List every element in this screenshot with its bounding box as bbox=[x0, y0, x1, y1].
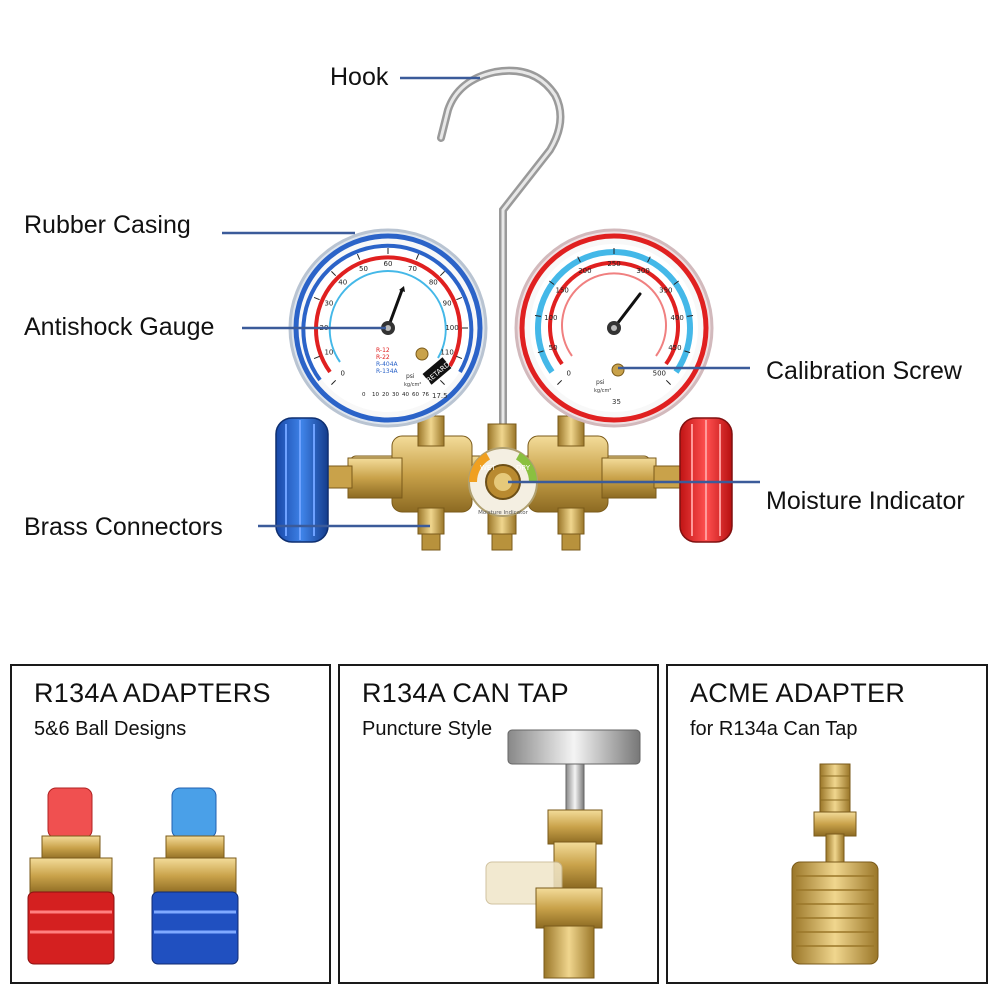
low-gauge-unit-psi: psi bbox=[406, 373, 415, 380]
low-calibration-screw bbox=[415, 347, 429, 361]
high-gauge-needle bbox=[612, 292, 642, 330]
gauge-scale-label: 70 bbox=[408, 265, 417, 273]
high-side-valve-knob bbox=[679, 417, 733, 543]
gauge-scale-label: 80 bbox=[429, 279, 438, 287]
panel-r134a-adapters: R134A ADAPTERS 5&6 Ball Designs bbox=[10, 664, 331, 984]
gauge-tick bbox=[313, 296, 320, 301]
gauge-scale-label: 90 bbox=[443, 300, 452, 308]
high-gauge-bottom-value: 35 bbox=[612, 398, 621, 406]
gauge-tick bbox=[549, 280, 555, 285]
gauge-tick bbox=[456, 296, 463, 301]
moisture-dry-label: DRY bbox=[516, 464, 531, 472]
gauge-tick bbox=[456, 355, 463, 360]
gauge-scale-label: 100 bbox=[544, 314, 557, 322]
high-calibration-screw bbox=[611, 363, 625, 377]
gauge-scale-label: 30 bbox=[324, 300, 333, 308]
low-gauge-ref-1: R-12 bbox=[376, 347, 390, 354]
gauge-tick bbox=[647, 256, 651, 263]
gauge-scale-label: 500 bbox=[653, 369, 666, 377]
blue-quick-coupler bbox=[151, 787, 239, 965]
high-gauge-unit-kg: kg/cm² bbox=[594, 388, 611, 394]
low-gauge-unit-kg: kg/cm² bbox=[404, 382, 421, 388]
high-gauge-unit-psi: psi bbox=[596, 379, 605, 386]
gauge-tick bbox=[673, 280, 679, 285]
gauge-tick bbox=[557, 379, 563, 385]
red-quick-coupler bbox=[27, 787, 115, 965]
panel-subtitle: Puncture Style bbox=[362, 718, 493, 740]
brass-connectors bbox=[417, 507, 585, 551]
gauge-scale-label: 40 bbox=[338, 279, 347, 287]
gauge-tick bbox=[356, 253, 361, 260]
low-gauge-vacuum-label: 0 bbox=[362, 392, 366, 398]
gauge-scale-label: 450 bbox=[668, 344, 681, 352]
low-gauge-vacuum-label: 10 bbox=[372, 392, 379, 398]
panel-title: R134A CAN TAP bbox=[362, 678, 569, 708]
gauge-tick bbox=[313, 355, 320, 360]
high-pressure-gauge: 0 50 100 150 200 250 300 350 400 450 500 psi kg/cm… bbox=[514, 228, 714, 428]
callout-antishock-gauge: Antishock Gauge bbox=[24, 313, 215, 341]
gauge-tick bbox=[331, 379, 337, 385]
low-gauge-vacuum-label: 40 bbox=[402, 392, 409, 398]
moisture-wet-label: WET bbox=[480, 464, 496, 472]
gauge-tick bbox=[331, 271, 337, 277]
acme-adapter-illustration bbox=[791, 763, 879, 965]
low-gauge-vacuum-label: 76 bbox=[422, 392, 429, 398]
gauge-scale-label: 200 bbox=[578, 267, 591, 275]
gauge-tick bbox=[537, 350, 544, 354]
gauge-scale-label: 250 bbox=[607, 260, 620, 268]
low-gauge-ref-3: R-404A bbox=[376, 361, 399, 368]
low-gauge-vacuum-label: 20 bbox=[382, 392, 389, 398]
gauge-scale-label: 100 bbox=[445, 324, 458, 332]
gauge-scale-label: 400 bbox=[671, 314, 684, 322]
low-gauge-vacuum-label: 60 bbox=[412, 392, 419, 398]
gauge-scale-label: 150 bbox=[556, 286, 569, 294]
low-gauge-bottom-value: 17.5 bbox=[432, 392, 448, 400]
gauge-tick bbox=[684, 350, 691, 354]
low-gauge-vacuum-label: 30 bbox=[392, 392, 399, 398]
panel-subtitle: for R134a Can Tap bbox=[690, 718, 858, 740]
low-pressure-gauge: 0102030405060708090100110120 RETARD R-12… bbox=[288, 228, 488, 428]
panel-acme-adapter: ACME ADAPTER for R134a Can Tap bbox=[666, 664, 988, 984]
panel-r134a-can-tap: R134A CAN TAP Puncture Style bbox=[338, 664, 659, 984]
callout-moisture-indicator: Moisture Indicator bbox=[766, 487, 965, 515]
manifold-gauge-illustration: WET DRY Moisture Indicator 0102030405060… bbox=[222, 66, 760, 551]
callout-calibration-screw: Calibration Screw bbox=[766, 357, 962, 385]
moisture-indicator-ring-text: Moisture Indicator bbox=[478, 510, 528, 516]
moisture-indicator: WET DRY Moisture Indicator bbox=[468, 447, 538, 517]
low-gauge-ref-2: R-22 bbox=[376, 354, 390, 361]
gauge-scale-label: 0 bbox=[566, 369, 570, 377]
gauge-tick bbox=[687, 315, 694, 317]
low-gauge-ref-4: R-134A bbox=[376, 368, 399, 375]
gauge-tick bbox=[439, 379, 445, 385]
leader-lines bbox=[222, 76, 760, 528]
gauge-scale-label: 50 bbox=[359, 265, 368, 273]
panel-title: ACME ADAPTER bbox=[690, 678, 906, 708]
callout-rubber-casing: Rubber Casing bbox=[24, 211, 191, 239]
gauge-tick bbox=[665, 379, 671, 385]
r134a-adapters-illustration bbox=[27, 787, 239, 965]
low-side-valve-knob bbox=[275, 417, 329, 543]
gauge-tick bbox=[415, 253, 420, 260]
callout-hook: Hook bbox=[330, 63, 389, 91]
gauge-tick bbox=[534, 315, 541, 317]
gauge-scale-label: 110 bbox=[440, 349, 453, 357]
gauge-scale-label: 0 bbox=[340, 369, 344, 377]
panel-title: R134A ADAPTERS bbox=[34, 678, 271, 708]
t-handle bbox=[507, 729, 641, 765]
gauge-scale-label: 350 bbox=[659, 286, 672, 294]
gauge-scale-label: 50 bbox=[549, 344, 558, 352]
gauge-tick bbox=[439, 271, 445, 277]
gauge-scale-label: 300 bbox=[636, 267, 649, 275]
panel-subtitle: 5&6 Ball Designs bbox=[34, 718, 187, 740]
gauge-tick bbox=[577, 256, 581, 263]
gauge-scale-label: 10 bbox=[324, 349, 333, 357]
knurled-nut bbox=[791, 861, 879, 965]
callout-brass-connectors: Brass Connectors bbox=[24, 513, 223, 541]
can-tap-illustration bbox=[485, 729, 641, 979]
gauge-scale-label: 60 bbox=[384, 260, 393, 268]
